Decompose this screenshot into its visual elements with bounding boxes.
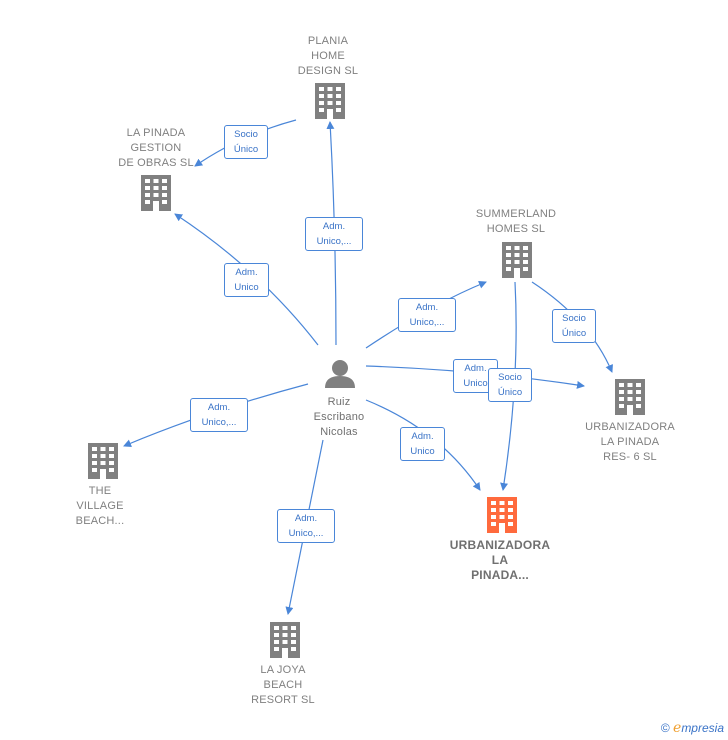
edge-label-person-to-joya: Adm. Unico,... — [277, 509, 335, 543]
person-icon — [325, 360, 355, 388]
edge-label-plania-to-gestion: Socio Único — [224, 125, 268, 159]
node-label-village[interactable]: THE VILLAGE BEACH... — [75, 485, 125, 527]
node-label-res6[interactable]: URBANIZADORA LA PINADA RES- 6 SL — [585, 421, 675, 463]
edge-label-person-to-plania: Adm. Unico,... — [305, 217, 363, 251]
edge-label-person-to-main: Adm. Unico — [400, 427, 445, 461]
building-icon — [615, 379, 645, 415]
building-icon — [141, 175, 171, 211]
building-icon — [88, 443, 118, 479]
node-label-joya[interactable]: LA JOYA BEACH RESORT SL — [251, 664, 315, 706]
node-label-summerland[interactable]: SUMMERLAND HOMES SL — [475, 208, 557, 235]
copyright-symbol: © — [660, 721, 670, 735]
building-icon — [315, 83, 345, 119]
building-icon — [487, 497, 517, 533]
node-label-person[interactable]: Ruiz Escribano Nicolas — [313, 396, 365, 438]
node-label-plania[interactable]: PLANIA HOME DESIGN SL — [297, 35, 359, 77]
edge-label-summerland-to-res6: Socio Único — [552, 309, 596, 343]
edge-label-person-to-gestion: Adm. Unico — [224, 263, 269, 297]
edge-label-person-to-summerland: Adm. Unico,... — [398, 298, 456, 332]
node-label-gestion[interactable]: LA PINADA GESTION DE OBRAS SL — [118, 127, 194, 169]
brand-logo-e: e — [673, 720, 682, 736]
building-icon — [502, 242, 532, 278]
brand-logo-text: mpresia — [681, 721, 724, 735]
node-label-main-company[interactable]: URBANIZADORA LA PINADA... — [449, 538, 551, 582]
edge-label-summerland-to-main: Socio Único — [488, 368, 532, 402]
brand-footer: © empresia — [661, 720, 724, 736]
building-icon — [270, 622, 300, 658]
edge-label-person-to-village: Adm. Unico,... — [190, 398, 248, 432]
